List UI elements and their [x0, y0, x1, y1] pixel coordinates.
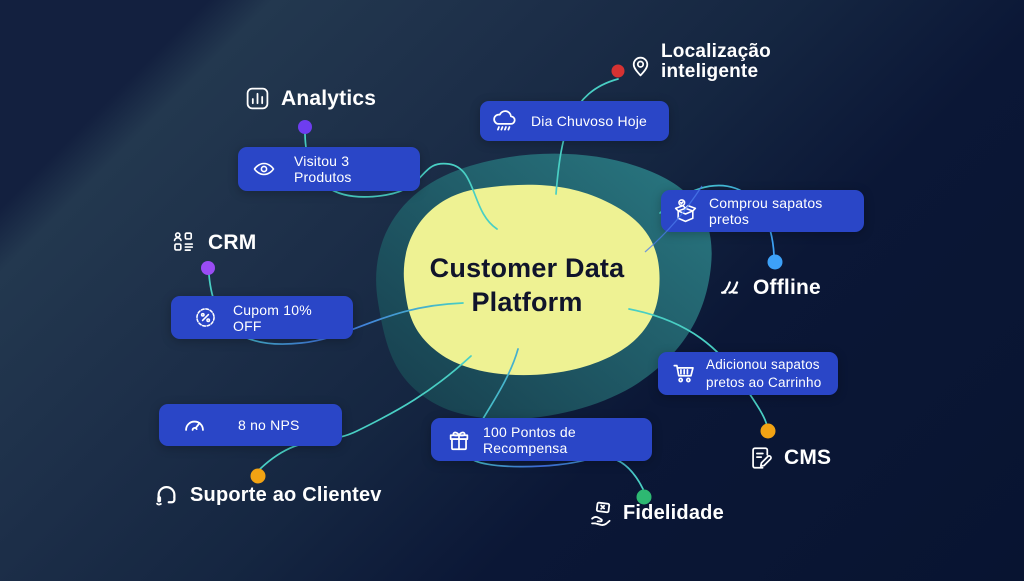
node-analytics: Analytics [245, 86, 376, 111]
headset-icon [153, 482, 180, 509]
node-label: Suporte ao Clientev [190, 484, 382, 506]
node-label: Offline [753, 275, 821, 299]
node-label: Localização inteligente [661, 41, 771, 82]
hand-card-icon [587, 500, 614, 527]
badge-cupom-10-off: Cupom 10% OFF [171, 296, 353, 339]
map-pin-icon [628, 53, 653, 78]
discount-seal-icon [193, 305, 218, 330]
badge-text: Cupom 10% OFF [233, 301, 312, 334]
badge-visitou-3-produtos: Visitou 3 Produtos [238, 147, 420, 191]
badge-text: Dia Chuvoso Hoje [531, 113, 648, 129]
node-crm: CRM [171, 230, 256, 255]
node-cms: CMS [748, 445, 831, 471]
connector-dot-location [611, 64, 625, 78]
badge-100-pontos: 100 Pontos de Recompensa [431, 418, 652, 461]
center-title: Customer Data Platform [429, 253, 625, 317]
badge-text: Comprou sapatos pretos [709, 195, 823, 227]
node-label: CRM [208, 230, 257, 254]
badge-adicionou-carrinho: Adicionou sapatos pretos ao Carrinho [658, 352, 838, 395]
badge-text: 8 no NPS [238, 417, 300, 433]
connector-dot-cms [760, 423, 776, 439]
rain-cloud-icon [491, 107, 519, 135]
badge-text: 100 Pontos de Recompensa [483, 423, 576, 456]
gauge-icon [181, 412, 208, 439]
node-label: Fidelidade [623, 502, 724, 524]
node-label: Analytics [281, 86, 377, 110]
shopping-cart-icon [670, 360, 697, 387]
badge-8-no-nps: 8 no NPS [159, 404, 342, 446]
eye-icon [252, 157, 276, 181]
badge-dia-chuvoso: Dia Chuvoso Hoje [480, 101, 669, 141]
connector-dot-crm [201, 261, 215, 275]
connector-dot-offline [767, 254, 783, 270]
node-suporte-ao-cliente: Suporte ao Clientev [153, 482, 382, 509]
badge-comprou-sapatos: Comprou sapatos pretos [661, 190, 864, 232]
document-edit-icon [748, 445, 774, 471]
offline-strokes-icon [716, 274, 743, 301]
node-offline: Offline [716, 274, 821, 301]
connector-dot-analytics [298, 120, 312, 134]
contacts-icon [171, 230, 196, 255]
badge-text: Visitou 3 Produtos [294, 153, 352, 185]
gift-icon [446, 427, 472, 453]
node-label: CMS [784, 446, 832, 469]
open-box-check-icon [672, 198, 699, 225]
badge-text: Adicionou sapatos pretos ao Carrinho [706, 356, 822, 390]
node-localizacao-inteligente: Localização inteligente [628, 42, 781, 82]
node-fidelidade: Fidelidade [587, 500, 724, 527]
bar-chart-icon [245, 86, 270, 111]
